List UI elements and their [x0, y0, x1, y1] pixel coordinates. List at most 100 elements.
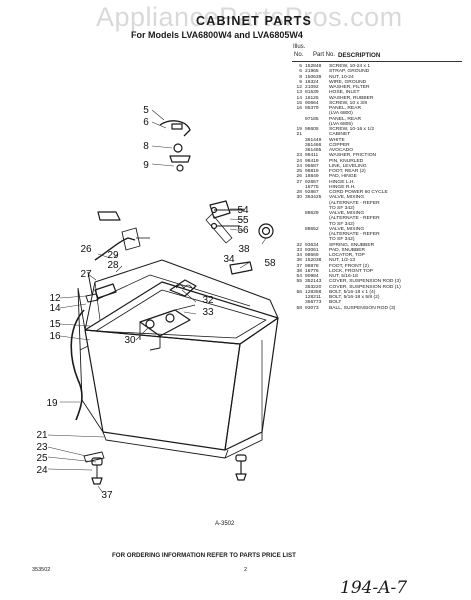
part-description: PAD, SNUBBER [329, 247, 366, 253]
parts-row: (ALTERNATE - REFER [291, 216, 467, 221]
callout-19: 19 [46, 398, 58, 409]
part-description: (ALTERNATE - REFER [329, 216, 380, 222]
top-locator [229, 261, 253, 275]
parts-row: 21 CABINET [291, 132, 467, 137]
part-description: CABINET [329, 132, 351, 138]
callout-27: 27 [80, 269, 92, 280]
callout-55: 55 [237, 215, 249, 226]
part-illus-no: 28 [296, 190, 302, 195]
part-illus-no: 30 [296, 195, 302, 201]
part-illus-no: 12 [296, 85, 302, 90]
part-number: 98669 [305, 253, 319, 258]
part-illus-no: 14 [296, 95, 302, 101]
part-number: 90984 [305, 274, 319, 279]
part-number: 152848 [305, 64, 322, 69]
part-illus-no: 19 [296, 127, 302, 132]
part-number: 85379 [305, 106, 319, 111]
callout-12: 12 [49, 293, 61, 304]
part-number: 152038 [305, 258, 322, 264]
part-number: 361449 [305, 137, 322, 143]
parts-row: TO SF 342) [291, 237, 467, 242]
snubber-pad [169, 279, 197, 297]
part-description: AVOCADO [329, 148, 354, 153]
part-number: 361465 [305, 148, 322, 153]
part-illus-no: 56 [296, 289, 302, 295]
handwritten-annotation: 194-A-7 [340, 578, 408, 598]
part-description: SCREW, 10-24 x 1 [329, 64, 371, 69]
part-number: 95587 [305, 163, 319, 169]
part-description: BOLT [329, 300, 342, 306]
hinge-left [94, 283, 117, 299]
part-illus-no: 15 [296, 100, 302, 106]
page-title: CABINET PARTS [196, 14, 313, 28]
part-description: SCREW, 10 x 3/8 [329, 100, 368, 106]
part-number: 18776 [305, 268, 319, 274]
part-number: 363425 [305, 195, 322, 201]
part-description: (ALTERNATE - REFER [329, 200, 380, 206]
callout-56: 56 [237, 225, 249, 236]
part-illus-no: 8 [299, 74, 302, 80]
part-illus-no: 55 [296, 279, 302, 285]
parts-row: 361449 WHITE [291, 138, 467, 143]
part-number: 98819 [305, 169, 319, 174]
hinge-right [209, 200, 231, 219]
part-description: FOOT, FRONT (2) [329, 263, 369, 269]
part-description: WASHER, FRICTION [329, 153, 377, 159]
part-illus-no: 25 [296, 169, 302, 174]
parts-row: TO SF 342) [291, 222, 467, 227]
part-illus-no: 24 [296, 158, 302, 164]
part-description: (LVA 6800) [329, 111, 353, 117]
header-divider [292, 61, 462, 62]
part-description: TO SF 342) [329, 237, 355, 243]
part-description: (ALTERNATE - REFER [329, 232, 380, 237]
part-description: WASHER, RUBBER [329, 95, 374, 101]
part-number: 18849 [305, 174, 319, 180]
part-description: CORD POWER 60 CYCLE [329, 190, 388, 195]
part-description: HINGE R.H. [329, 184, 356, 190]
part-description: PANEL, REAR [329, 116, 361, 122]
callout-32: 32 [202, 295, 214, 306]
part-description: FOOT, REAR (2) [329, 169, 366, 174]
part-description: WHITE [329, 137, 345, 143]
part-number: 16324 [305, 79, 319, 85]
part-number: 81539 [305, 90, 319, 96]
part-illus-no: 21 [296, 132, 302, 138]
part-number: 97185 [305, 116, 319, 122]
part-number: 150639 [305, 74, 322, 80]
ground-strap [159, 120, 191, 137]
part-description: COVER, SUSPENSION ROD (3) [329, 279, 401, 285]
part-description: TO SF 342) [329, 221, 355, 227]
part-description: VALVE, MIXING [329, 226, 365, 232]
callout-29: 29 [107, 250, 119, 261]
part-description: LOCK, FRONT TOP [329, 268, 374, 274]
callout-38: 38 [238, 244, 250, 255]
part-illus-no: 5 [299, 64, 302, 69]
part-number: 93634 [305, 242, 319, 248]
part-illus-no: 33 [296, 247, 302, 253]
part-description: WASHER, FILTER [329, 85, 370, 90]
parts-row: (LVA 6805) [291, 122, 467, 127]
drawing-reference: A-3502 [215, 521, 235, 527]
column-header-no: No. [294, 52, 304, 58]
part-description: NUT, 1/2-13 [329, 258, 356, 264]
part-description: LOCATOR, TOP [329, 253, 365, 258]
parts-row: (ALTERNATE - REFER [291, 201, 467, 206]
part-number: 18775 [305, 184, 319, 190]
parts-row: (LVA 6800) [291, 111, 467, 116]
